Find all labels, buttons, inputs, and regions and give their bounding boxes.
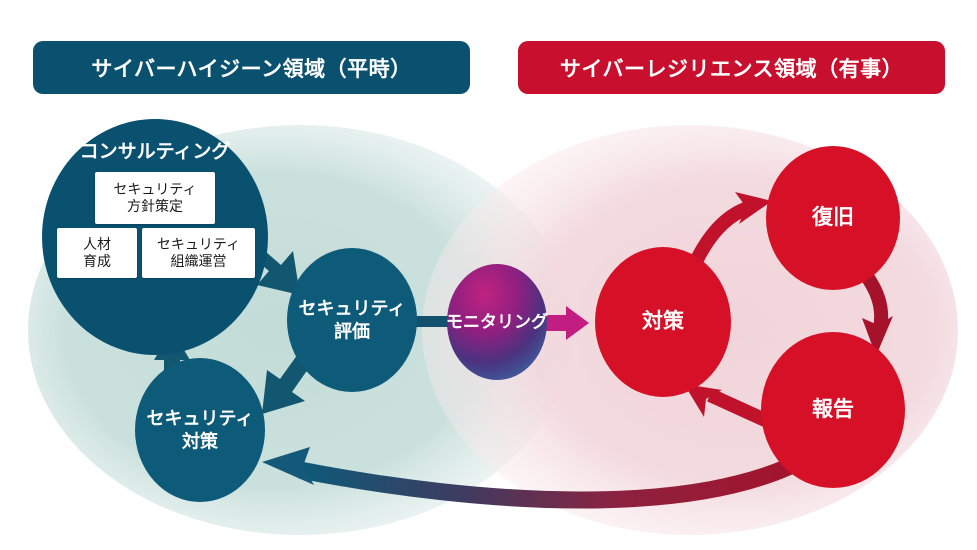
node-monitoring-label: モニタリング bbox=[446, 312, 548, 332]
banner-cyber-hygiene-label: サイバーハイジーン領域（平時） bbox=[91, 57, 412, 81]
consulting-title: コンサルティング bbox=[79, 141, 231, 163]
node-security-measures[interactable] bbox=[135, 358, 265, 502]
node-recovery[interactable] bbox=[766, 146, 900, 290]
node-countermeasure-label: 対策 bbox=[642, 309, 684, 333]
node-monitoring[interactable] bbox=[447, 264, 547, 380]
connector-assessment-to-monitoring bbox=[408, 316, 456, 327]
arrow-report-to-measures bbox=[262, 447, 817, 509]
node-recovery-label: 復旧 bbox=[812, 205, 854, 229]
node-report[interactable] bbox=[761, 332, 905, 488]
banner-cyber-hygiene: サイバーハイジーン領域（平時） bbox=[33, 41, 470, 94]
node-report-label: 報告 bbox=[812, 397, 854, 421]
node-countermeasure[interactable] bbox=[595, 247, 731, 397]
consulting-sub-org[interactable]: セキュリティ 組織運営 bbox=[142, 228, 255, 278]
banner-cyber-resilience: サイバーレジリエンス領域（有事） bbox=[518, 41, 945, 94]
node-security-measures-label: セキュリティ 対策 bbox=[146, 408, 254, 452]
arrow-monitoring-to-countermeasure bbox=[540, 306, 589, 340]
banner-cyber-resilience-label: サイバーレジリエンス領域（有事） bbox=[559, 57, 904, 81]
node-security-assessment[interactable] bbox=[287, 248, 417, 392]
node-security-assessment-label: セキュリティ 評価 bbox=[298, 298, 406, 342]
consulting-sub-policy[interactable]: セキュリティ 方針策定 bbox=[95, 172, 215, 224]
consulting-sub-hr[interactable]: 人材 育成 bbox=[57, 228, 137, 278]
